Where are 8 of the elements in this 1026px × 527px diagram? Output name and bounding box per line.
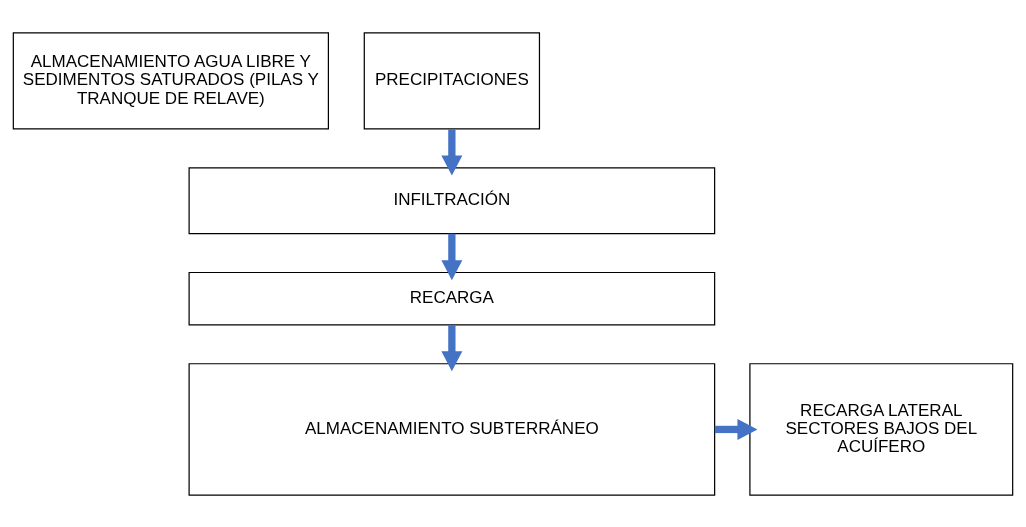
arrow	[441, 128, 463, 175]
node-box: RECARGA	[188, 271, 716, 325]
node-box: RECARGA LATERAL SECTORES BAJOS DEL ACUÍFERO	[749, 362, 1014, 496]
node-box: PRECIPITACIONES	[363, 31, 541, 130]
arrow	[714, 418, 758, 440]
node-box: ALMACENAMIENTO AGUA LIBRE Y SEDIMENTOS SATURADOS (PILAS Y TRANQUE DE RELAVE)	[12, 31, 329, 130]
node-box: INFILTRACIÓN	[188, 166, 716, 234]
node-box: ALMACENAMIENTO SUBTERRÁNEO	[188, 362, 716, 496]
